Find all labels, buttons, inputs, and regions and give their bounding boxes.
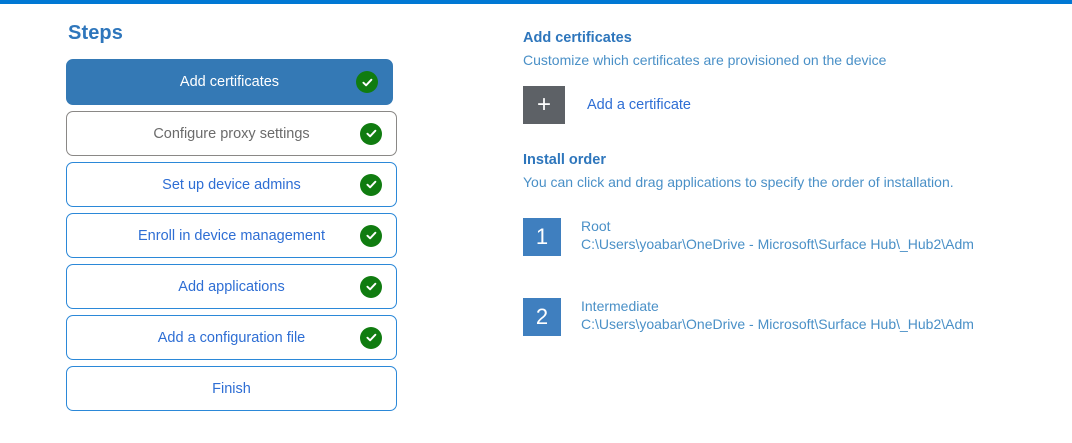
install-order-section: Install order You can click and drag app… xyxy=(523,152,1043,336)
sidebar-step-add-certificates[interactable]: Add certificates xyxy=(66,59,393,105)
order-number-badge: 1 xyxy=(523,218,561,256)
step-label: Add certificates xyxy=(179,74,280,90)
list-item[interactable]: 1 Root C:\Users\yoabar\OneDrive - Micros… xyxy=(523,218,1043,256)
certificate-path: C:\Users\yoabar\OneDrive - Microsoft\Sur… xyxy=(581,235,974,252)
add-a-certificate-button[interactable]: Add a certificate xyxy=(587,97,691,113)
list-item-text: Intermediate C:\Users\yoabar\OneDrive - … xyxy=(581,298,1033,334)
certificate-name: Intermediate xyxy=(581,298,659,314)
step-label: Enroll in device management xyxy=(138,227,325,244)
sidebar-step-add-applications[interactable]: Add applications xyxy=(66,264,397,309)
plus-glyph: + xyxy=(536,91,551,118)
install-order-list: 1 Root C:\Users\yoabar\OneDrive - Micros… xyxy=(523,218,1043,336)
certificate-path: C:\Users\yoabar\OneDrive - Microsoft\Sur… xyxy=(581,315,974,332)
detail-pane: Add certificates Customize which certifi… xyxy=(523,30,1043,378)
list-item-text: Root C:\Users\yoabar\OneDrive - Microsof… xyxy=(581,218,1033,254)
step-label: Add a configuration file xyxy=(157,329,306,346)
step-label: Set up device admins xyxy=(162,176,301,193)
steps-title: Steps xyxy=(68,22,123,44)
check-circle-icon xyxy=(356,71,378,93)
check-circle-icon xyxy=(360,326,382,349)
sidebar-step-finish[interactable]: Finish xyxy=(66,366,397,411)
check-circle-icon xyxy=(360,275,382,298)
install-order-description: You can click and drag applications to s… xyxy=(523,174,954,190)
step-label: Configure proxy settings xyxy=(153,125,310,142)
steps-panel: Steps Add certificates Configure proxy s… xyxy=(66,22,408,417)
page-subtitle: Customize which certificates are provisi… xyxy=(523,52,887,68)
check-circle-icon xyxy=(360,122,382,145)
sidebar-step-set-up-device-admins[interactable]: Set up device admins xyxy=(66,162,397,207)
top-accent-bar xyxy=(0,0,1072,4)
list-item[interactable]: 2 Intermediate C:\Users\yoabar\OneDrive … xyxy=(523,298,1043,336)
check-circle-icon xyxy=(360,173,382,196)
step-label: Add applications xyxy=(178,278,285,295)
add-certificate-row: + Add a certificate xyxy=(523,86,1043,124)
check-circle-icon xyxy=(360,224,382,247)
plus-icon[interactable]: + xyxy=(523,86,565,124)
certificate-name: Root xyxy=(581,218,611,234)
sidebar-step-enroll-in-device-management[interactable]: Enroll in device management xyxy=(66,213,397,258)
sidebar-step-add-a-configuration-file[interactable]: Add a configuration file xyxy=(66,315,397,360)
step-label: Finish xyxy=(212,380,251,397)
install-order-title: Install order xyxy=(523,152,606,168)
sidebar-step-configure-proxy-settings[interactable]: Configure proxy settings xyxy=(66,111,397,156)
page-title: Add certificates xyxy=(523,30,632,46)
order-number-badge: 2 xyxy=(523,298,561,336)
